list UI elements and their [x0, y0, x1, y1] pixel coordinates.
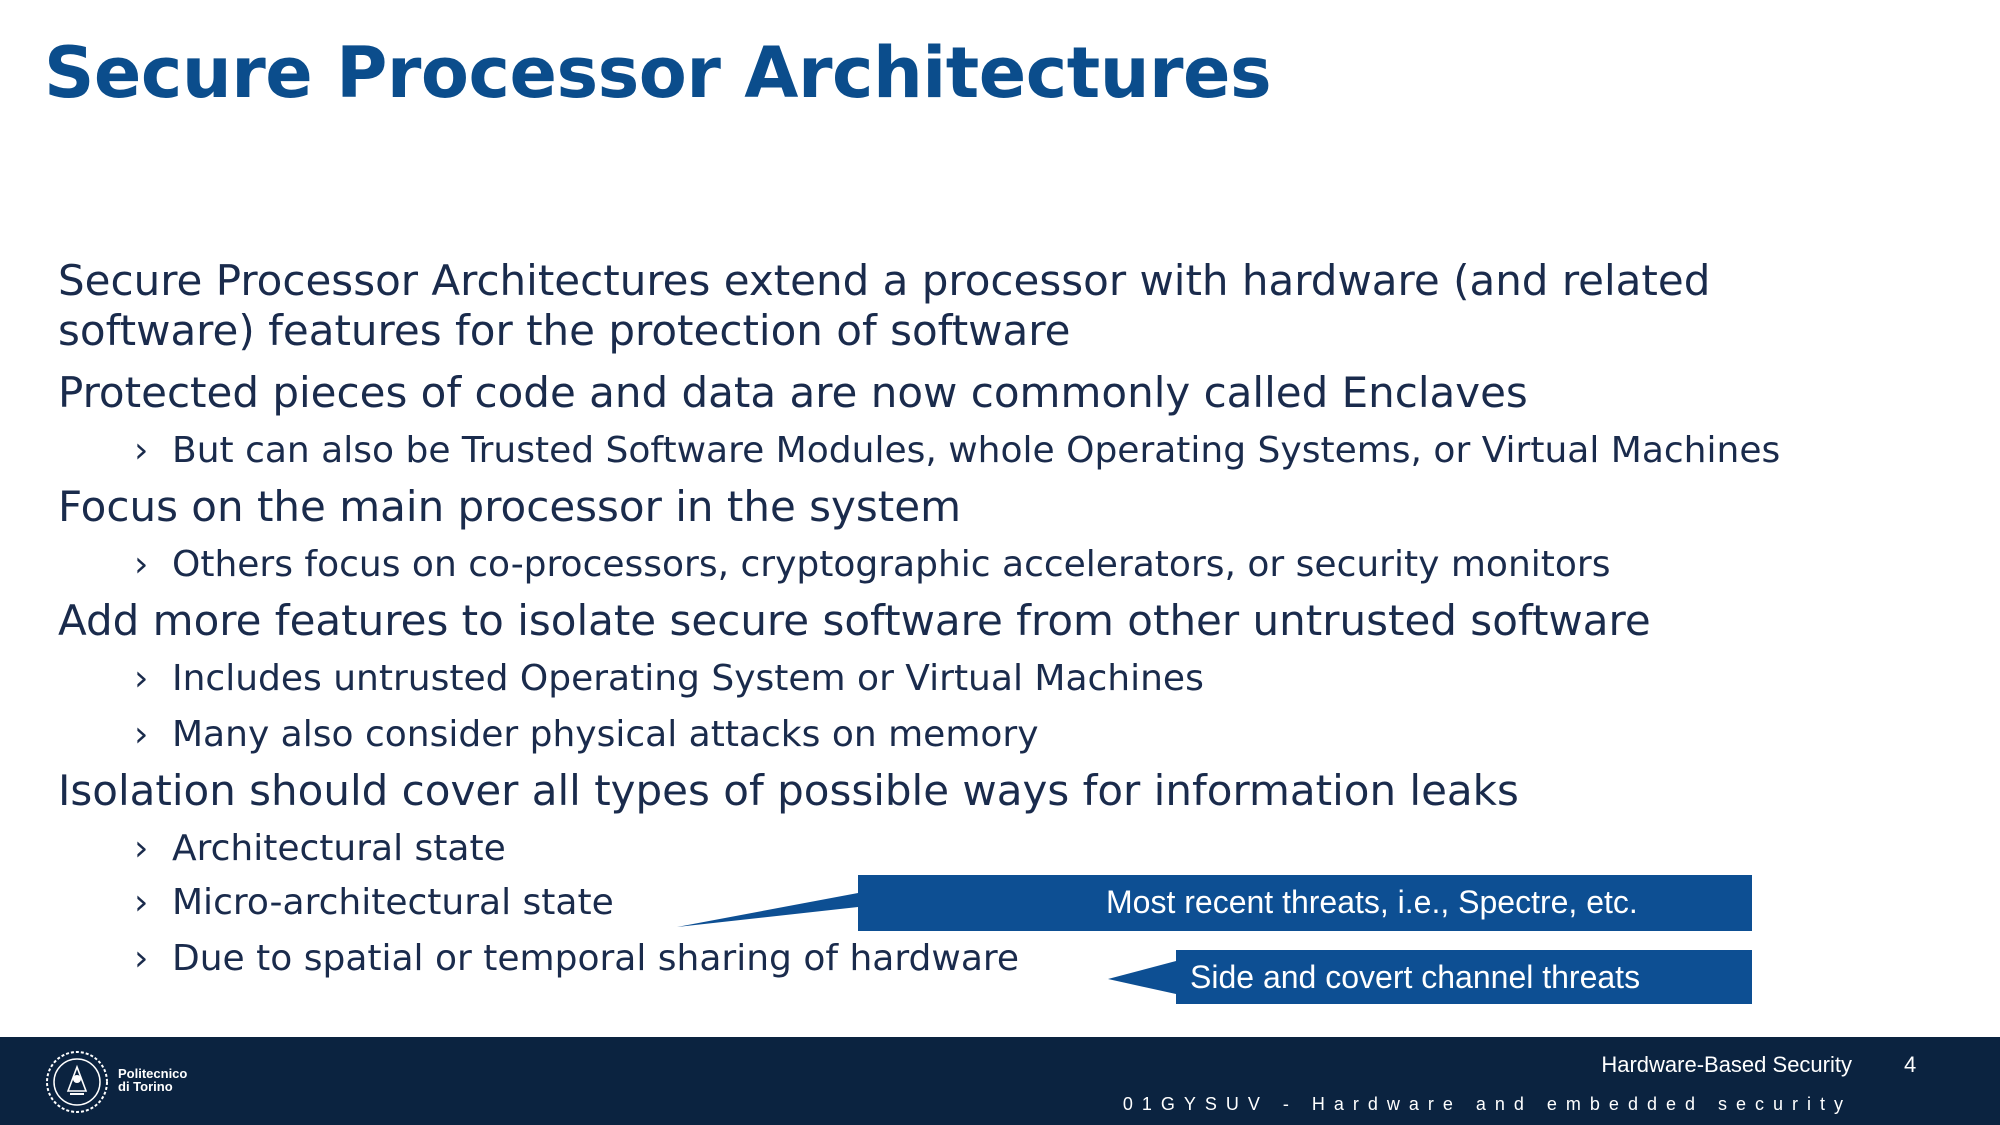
sub-bullet-5-1: › Architectural state [58, 826, 1958, 872]
institution-line-1: Politecnico [118, 1066, 188, 1081]
bullet-list: Secure Processor Architectures extend a … [58, 256, 1958, 982]
sub-bullet-4-2: › Many also consider physical attacks on… [58, 712, 1958, 758]
sub-bullet-text: Architectural state [172, 828, 506, 869]
page-number: 4 [1904, 1052, 1917, 1077]
slide-title: Secure Processor Architectures [44, 32, 1272, 114]
sub-bullet-text: Due to spatial or temporal sharing of ha… [172, 938, 1020, 979]
institution-line-2: di Torino [118, 1079, 173, 1094]
course-title: Hardware-Based Security [1601, 1052, 1852, 1077]
bullet-1: Secure Processor Architectures extend a … [58, 256, 1711, 355]
bullet-2: Protected pieces of code and data are no… [58, 368, 1528, 417]
sub-bullet-5-3: › Due to spatial or temporal sharing of … [58, 936, 1958, 982]
sub-bullet-glyph: › [134, 544, 149, 585]
bullet-3: Focus on the main processor in the syste… [58, 482, 961, 531]
sub-bullet-glyph: › [134, 714, 149, 755]
sub-bullet-2-1: › But can also be Trusted Software Modul… [58, 428, 1958, 474]
callout-sidechannel-text: Side and covert channel threats [1190, 959, 1641, 995]
sub-bullet-text: But can also be Trusted Software Modules… [172, 430, 1781, 471]
bullet-5: Isolation should cover all types of poss… [58, 766, 1519, 815]
sub-bullet-glyph: › [134, 430, 149, 471]
course-code: 01GYSUV - Hardware and embedded security [1122, 1094, 1852, 1114]
sub-bullet-glyph: › [134, 828, 149, 869]
sub-bullet-glyph: › [134, 658, 149, 699]
sub-bullet-text: Micro-architectural state [172, 882, 614, 923]
callout-microarch-text: Most recent threats, i.e., Spectre, etc. [1106, 884, 1638, 920]
sub-bullet-glyph: › [134, 882, 149, 923]
sub-bullet-text: Includes untrusted Operating System or V… [172, 658, 1204, 699]
politecnico-seal-icon [46, 1051, 108, 1113]
institution-name: Politecnico di Torino [118, 1067, 208, 1093]
sub-bullet-5-2: › Micro-architectural state [58, 880, 1958, 926]
callout-microarch: Most recent threats, i.e., Spectre, etc. [858, 875, 1752, 931]
bullet-4: Add more features to isolate secure soft… [58, 596, 1651, 645]
sub-bullet-text: Many also consider physical attacks on m… [172, 714, 1039, 755]
callout-sidechannel: Side and covert channel threats [1176, 950, 1752, 1004]
footer-bar: Politecnico di Torino Hardware-Based Sec… [0, 1037, 2000, 1125]
sub-bullet-3-1: › Others focus on co-processors, cryptog… [58, 542, 1958, 588]
sub-bullet-text: Others focus on co-processors, cryptogra… [172, 544, 1611, 585]
sub-bullet-4-1: › Includes untrusted Operating System or… [58, 656, 1958, 702]
sub-bullet-glyph: › [134, 938, 149, 979]
